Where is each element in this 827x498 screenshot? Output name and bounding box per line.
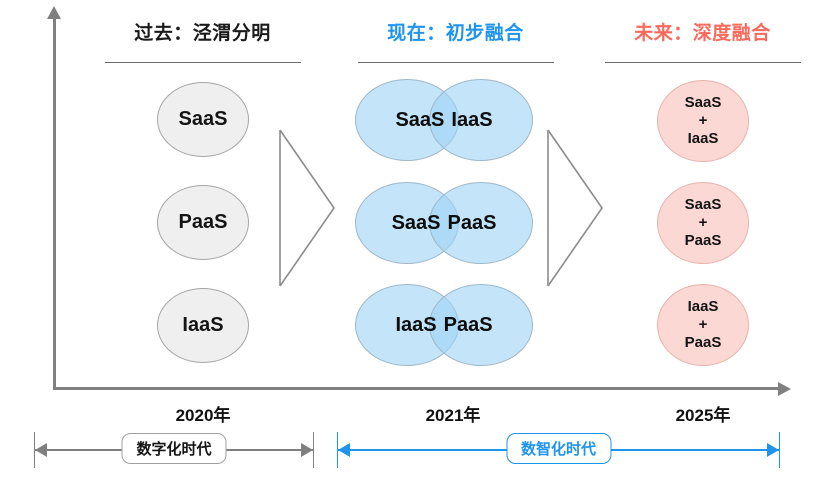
year-label-2020: 2020年 — [175, 406, 231, 425]
venn-label-left: SaaS — [395, 108, 445, 131]
future-label-plus: + — [698, 316, 708, 334]
future-label-top: SaaS — [684, 94, 722, 112]
column-rule-past — [105, 62, 301, 63]
future-label-plus: + — [698, 214, 708, 232]
past-service-circle: IaaS — [157, 288, 249, 363]
era-arrowhead-right-icon — [301, 443, 313, 457]
era-cap-left — [337, 432, 338, 468]
now-venn-pair: SaaS IaaS — [355, 79, 533, 161]
future-service-circle: SaaS + IaaS — [657, 80, 749, 162]
era-span-digital: 数字化时代 — [34, 428, 314, 472]
era-label-digital-intelligence: 数智化时代 — [505, 433, 612, 464]
future-label-plus: + — [698, 112, 708, 130]
vertical-axis-arrowhead-icon — [47, 6, 61, 19]
horizontal-axis-arrowhead-icon — [778, 382, 791, 396]
past-service-circle: SaaS — [157, 82, 249, 157]
column-rule-now — [358, 62, 554, 63]
venn-labels: IaaS PaaS — [355, 284, 533, 366]
era-arrowhead-right-icon — [767, 443, 779, 457]
venn-labels: SaaS IaaS — [355, 79, 533, 161]
venn-labels: SaaS PaaS — [355, 182, 533, 264]
venn-label-left: SaaS — [391, 211, 441, 234]
venn-label-right: IaaS — [451, 108, 493, 131]
future-service-circle: IaaS + PaaS — [657, 284, 749, 366]
now-venn-pair: SaaS PaaS — [355, 182, 533, 264]
now-venn-pair: IaaS PaaS — [355, 284, 533, 366]
future-label-bottom: PaaS — [684, 231, 722, 249]
year-label-2021: 2021年 — [425, 406, 481, 425]
era-span-digital-intelligence: 数智化时代 — [337, 428, 780, 472]
era-label-digital: 数字化时代 — [121, 433, 227, 464]
era-cap-left — [34, 432, 35, 468]
future-label-bottom: PaaS — [684, 333, 722, 351]
column-title-now: 现在：初步融合 — [387, 23, 524, 44]
column-title-future: 未来：深度融合 — [634, 23, 771, 44]
venn-label-right: PaaS — [443, 313, 493, 336]
venn-label-right: PaaS — [447, 211, 497, 234]
era-cap-right — [313, 432, 314, 468]
horizontal-axis-line — [53, 387, 780, 390]
column-title-past: 过去：泾渭分明 — [134, 23, 271, 44]
venn-lobe-right — [429, 182, 533, 264]
era-cap-right — [779, 432, 780, 468]
venn-lobe-right — [429, 284, 533, 366]
transition-arrow-past-to-now-icon — [278, 128, 338, 293]
year-label-2025: 2025年 — [675, 406, 731, 425]
future-label-top: SaaS — [684, 196, 722, 214]
future-label-top: IaaS — [687, 298, 719, 316]
era-arrowhead-left-icon — [35, 443, 47, 457]
future-service-circle: SaaS + PaaS — [657, 182, 749, 264]
future-label-bottom: IaaS — [687, 129, 719, 147]
venn-label-left: IaaS — [395, 313, 437, 336]
past-service-circle: PaaS — [157, 185, 249, 260]
transition-arrow-now-to-future-icon — [546, 128, 606, 293]
venn-lobe-right — [429, 79, 533, 161]
column-rule-future — [605, 62, 801, 63]
vertical-axis-line — [53, 18, 56, 390]
era-arrowhead-left-icon — [338, 443, 350, 457]
